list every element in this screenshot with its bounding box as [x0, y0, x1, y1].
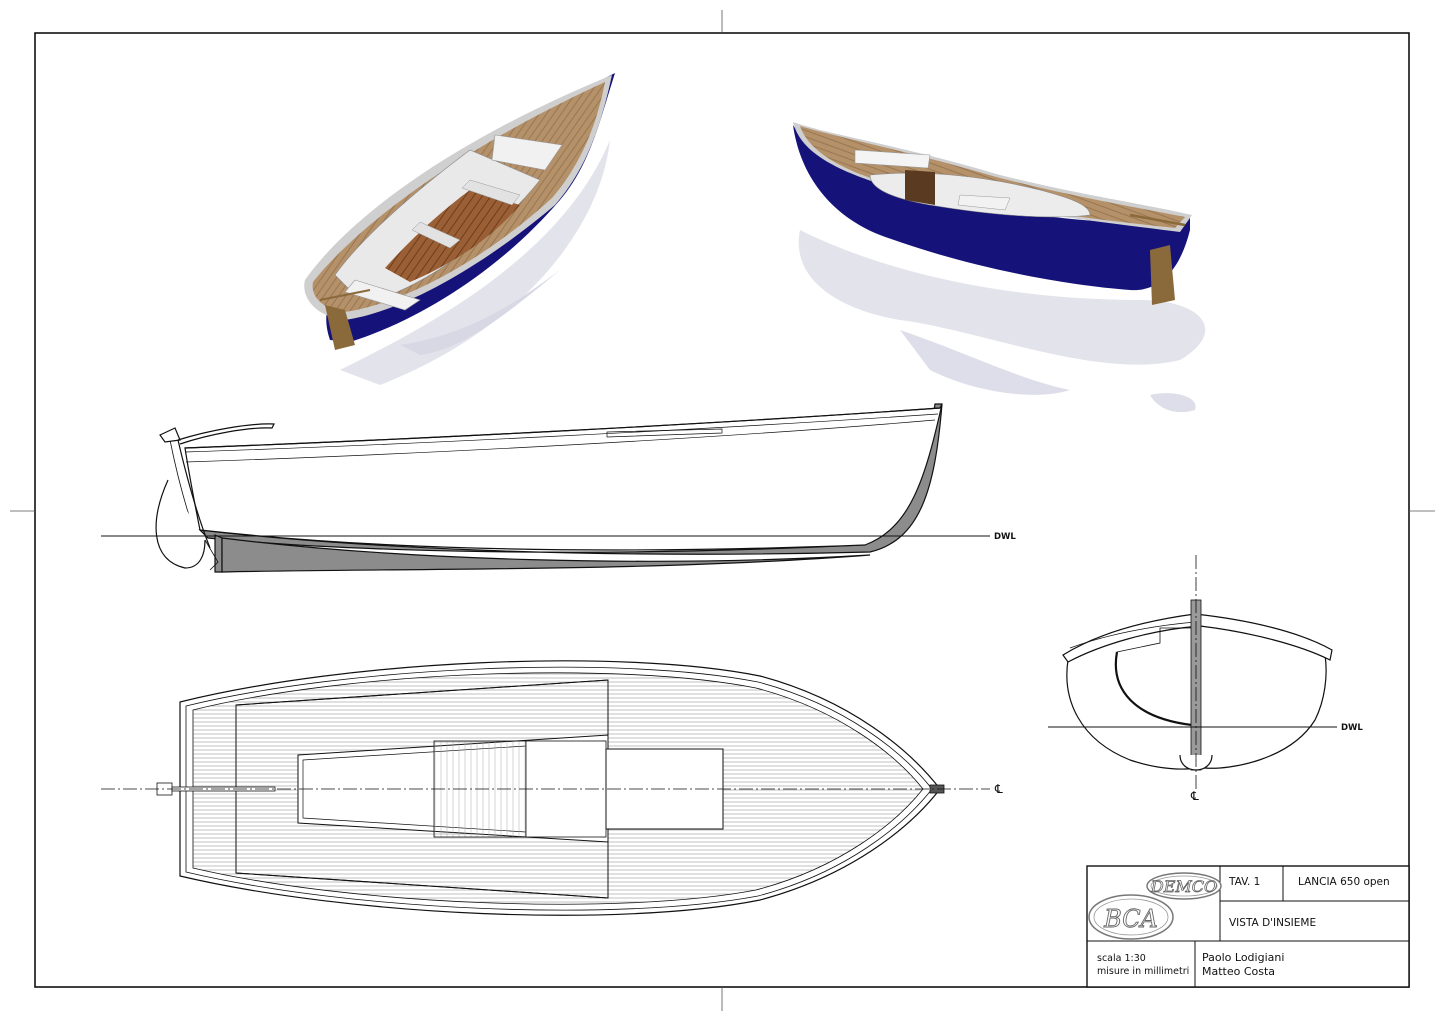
project-name: LANCIA 650 open [1298, 876, 1390, 888]
centerline-label-plan: ℄ [994, 782, 1003, 796]
logo-text-bottom: BCA [1103, 905, 1158, 933]
render-top-view [220, 48, 716, 418]
sheet-number: TAV. 1 [1229, 876, 1261, 888]
section-drawing [1048, 555, 1337, 790]
logo-text-top: DEMCO [1150, 877, 1217, 896]
render-side-view [738, 48, 1234, 420]
demco-bca-logo: DEMCO BCA [1088, 872, 1222, 940]
sheet-frame [10, 10, 1435, 1011]
scale-text: scala 1:30 [1097, 953, 1146, 964]
plan-drawing [101, 660, 990, 916]
dwl-label-profile: DWL [994, 532, 1016, 542]
author-1: Paolo Lodigiani [1202, 951, 1285, 964]
drawing-subtitle: VISTA D'INSIEME [1229, 917, 1317, 929]
dwl-label-section: DWL [1341, 723, 1363, 733]
author-2: Matteo Costa [1202, 965, 1276, 978]
units-text: misure in millimetri [1097, 966, 1190, 977]
profile-drawing [101, 403, 990, 573]
centerline-label-section: ℄ [1190, 789, 1199, 803]
